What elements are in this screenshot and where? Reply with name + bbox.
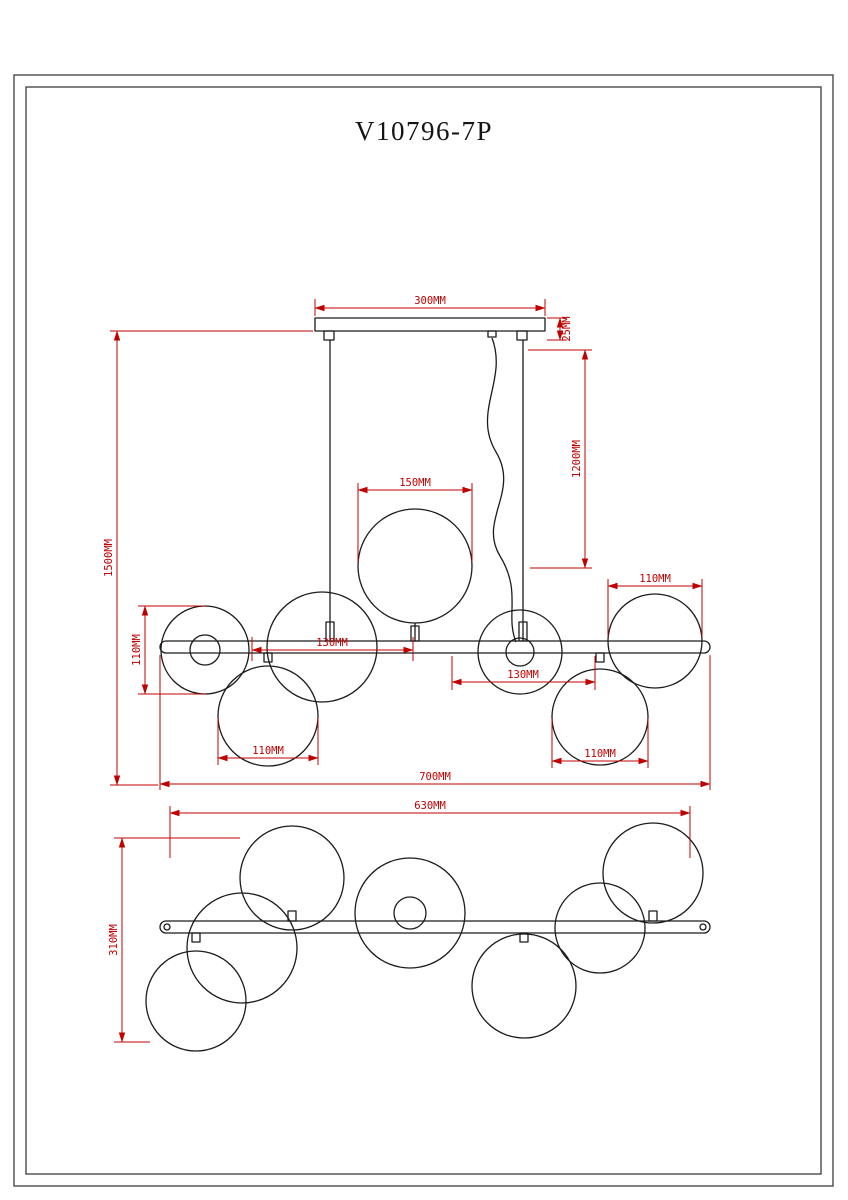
plan-view-dimensions: 630MM 310MM xyxy=(108,800,691,1043)
globe-7-plan xyxy=(602,822,704,924)
canopy-hanger-left xyxy=(323,330,335,341)
dim-plan-width: 630MM xyxy=(169,800,691,858)
ceiling-canopy xyxy=(314,317,546,332)
dim-overall-height: 1500MM xyxy=(103,330,313,786)
globe-3-plan xyxy=(145,950,247,1052)
globe-6-fitting xyxy=(595,652,605,663)
dim-label-bottom-right-globe: 110MM xyxy=(584,748,616,760)
dim-left-globe-diameter: 110MM xyxy=(131,605,205,695)
globe-7-front xyxy=(607,593,703,689)
sheet-frame xyxy=(13,74,834,1187)
globe-4-socket-plan xyxy=(393,896,427,930)
globe-6-front xyxy=(551,668,649,766)
power-cord xyxy=(486,337,517,643)
dim-canopy-width: 300MM xyxy=(314,295,546,316)
dim-canopy-thickness: 25MM xyxy=(547,316,573,342)
canopy-hanger-right xyxy=(516,330,528,341)
globe-5-front xyxy=(477,609,563,695)
globe-6-plan xyxy=(554,882,646,974)
globe-5-socket xyxy=(505,637,535,667)
dim-label-canopy-width: 300MM xyxy=(414,295,446,307)
dim-suspension-length: 1200MM xyxy=(528,349,592,569)
fixture-bar-plan xyxy=(159,920,711,934)
dim-left-spacing: 130MM xyxy=(251,637,414,661)
drawing-title: V10796-7P xyxy=(355,116,493,146)
dim-top-globe-diameter: 150MM xyxy=(357,477,473,562)
dim-right-spacing: 130MM xyxy=(451,656,596,690)
dim-label-canopy-thickness: 25MM xyxy=(561,316,573,341)
front-view xyxy=(159,317,711,767)
top-globe-collar xyxy=(410,625,420,642)
dim-label-right-spacing: 130MM xyxy=(507,669,539,681)
plan-fitting-3 xyxy=(519,932,529,943)
plan-fitting-1 xyxy=(287,910,297,922)
globe-5-plan xyxy=(471,933,577,1039)
dim-right-globe: 110MM xyxy=(607,573,703,636)
globe-1-plan xyxy=(239,825,345,931)
bar-end-cap-left xyxy=(163,923,171,931)
dim-label-left-spacing: 130MM xyxy=(316,637,348,649)
globe-1-socket xyxy=(189,634,221,666)
dim-plan-depth: 310MM xyxy=(108,837,240,1043)
dim-bottom-left-globe: 110MM xyxy=(217,718,319,765)
globe-2-plan xyxy=(186,892,298,1004)
plan-fitting-2 xyxy=(191,932,201,943)
front-view-dimensions: 300MM 25MM 1500MM 110MM 150MM xyxy=(103,295,711,790)
dim-label-top-globe: 150MM xyxy=(399,477,431,489)
globe-2-front xyxy=(217,665,319,767)
dim-label-plan-width: 630MM xyxy=(414,800,446,812)
outer-border xyxy=(13,74,834,1187)
dim-label-bottom-left-globe: 110MM xyxy=(252,745,284,757)
dim-label-plan-depth: 310MM xyxy=(108,924,120,956)
cord-grommet xyxy=(487,330,497,338)
dim-label-overall-height: 1500MM xyxy=(103,539,115,577)
dim-overall-width: 700MM xyxy=(159,655,711,790)
fixture-bar-front xyxy=(159,640,711,654)
inner-border xyxy=(25,86,822,1175)
dim-label-right-globe: 110MM xyxy=(639,573,671,585)
plan-view xyxy=(145,822,711,1052)
globe-1-front xyxy=(160,605,250,695)
globe-4-plan xyxy=(354,857,466,969)
dim-label-left-globe: 110MM xyxy=(131,634,143,666)
globe-4-front xyxy=(357,508,473,624)
dim-label-suspension-length: 1200MM xyxy=(571,440,583,478)
dim-label-overall-width: 700MM xyxy=(419,771,451,783)
dim-bottom-right-globe: 110MM xyxy=(551,719,649,768)
bar-end-cap-right xyxy=(699,923,707,931)
plan-fitting-4 xyxy=(648,910,658,922)
